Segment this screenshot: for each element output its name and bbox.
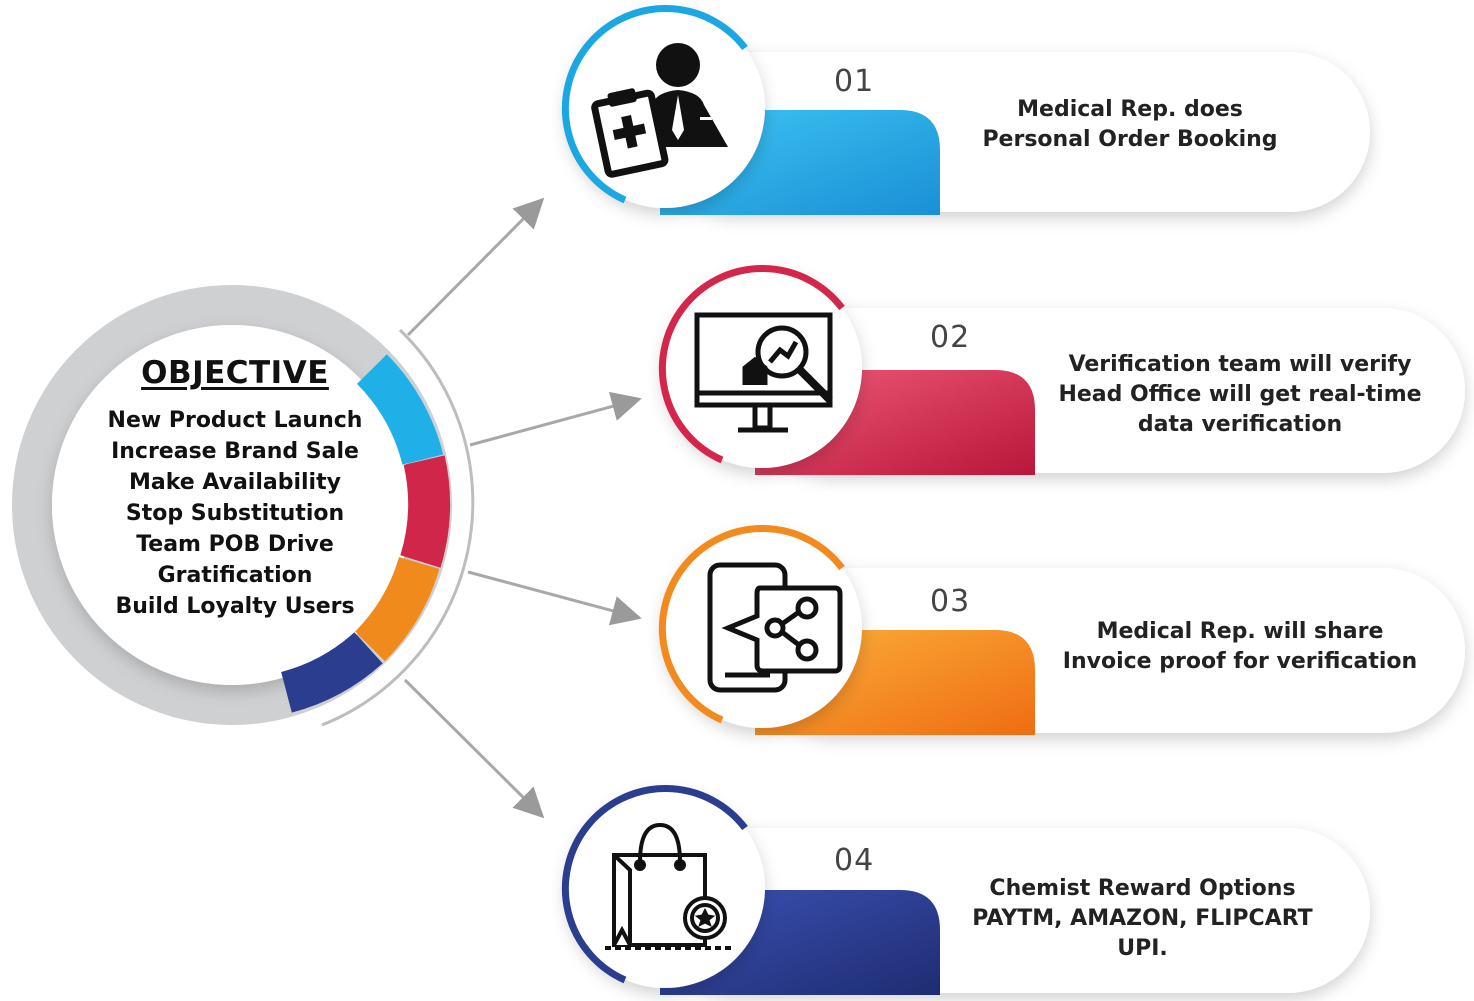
step-1-number: 01 [834, 64, 875, 99]
step-4-number: 04 [834, 843, 875, 878]
arrow-to-step-3 [467, 570, 642, 626]
objective-item: Make Availability [129, 470, 341, 495]
phone-share-icon [707, 562, 843, 693]
doctor-clipboard-icon [591, 43, 728, 178]
outer-arc [321, 328, 475, 727]
ring-segment-navy [280, 631, 383, 713]
step-3-number: 03 [930, 584, 971, 619]
objective-item: Gratification [157, 563, 313, 588]
step-2-number: 02 [930, 320, 971, 355]
step-3-line: Medical Rep. will share [1096, 619, 1384, 644]
ring-segment-blue [356, 354, 444, 466]
step-4-line: PAYTM, AMAZON, FLIPCART [972, 906, 1313, 931]
step-2-line: Verification team will verify [1068, 352, 1412, 377]
step-2-card [658, 265, 1465, 475]
step-1-line: Personal Order Booking [982, 127, 1278, 152]
objective-item: Team POB Drive [136, 532, 334, 557]
arrow-to-step-4 [403, 678, 545, 819]
step-3-description: Medical Rep. will share Invoice proof fo… [1040, 617, 1440, 677]
step-1-card [561, 5, 1370, 215]
objective-circle [12, 285, 475, 727]
step-4-line: UPI. [1117, 936, 1168, 961]
objective-item: Build Loyalty Users [115, 594, 355, 619]
arrow-to-step-1 [406, 197, 545, 337]
step-4-line: Chemist Reward Options [989, 876, 1296, 901]
step-2-description: Verification team will verify Head Offic… [1040, 350, 1440, 440]
connector-arrows [403, 197, 642, 819]
step-4-card [561, 785, 1370, 995]
step-2-line: Head Office will get real-time [1058, 382, 1422, 407]
step-3-line: Invoice proof for verification [1062, 649, 1418, 674]
arrow-to-step-2 [469, 391, 642, 447]
objective-text-block: OBJECTIVE New Product Launch Increase Br… [70, 355, 400, 622]
objective-title: OBJECTIVE [141, 355, 329, 391]
ring-segment-orange [354, 556, 440, 662]
step-3-card [658, 525, 1465, 735]
objective-item: New Product Launch [107, 408, 363, 433]
step-1-line: Medical Rep. does [1017, 97, 1243, 122]
step-1-description: Medical Rep. does Personal Order Booking [955, 95, 1305, 155]
shopping-bag-badge-icon [605, 822, 735, 950]
objective-item: Increase Brand Sale [111, 439, 359, 464]
step-2-line: data verification [1137, 412, 1343, 437]
monitor-analytics-icon [694, 312, 833, 433]
step-4-description: Chemist Reward Options PAYTM, AMAZON, FL… [950, 874, 1335, 964]
ring-segment-red [400, 455, 451, 568]
objective-item: Stop Substitution [125, 501, 345, 526]
